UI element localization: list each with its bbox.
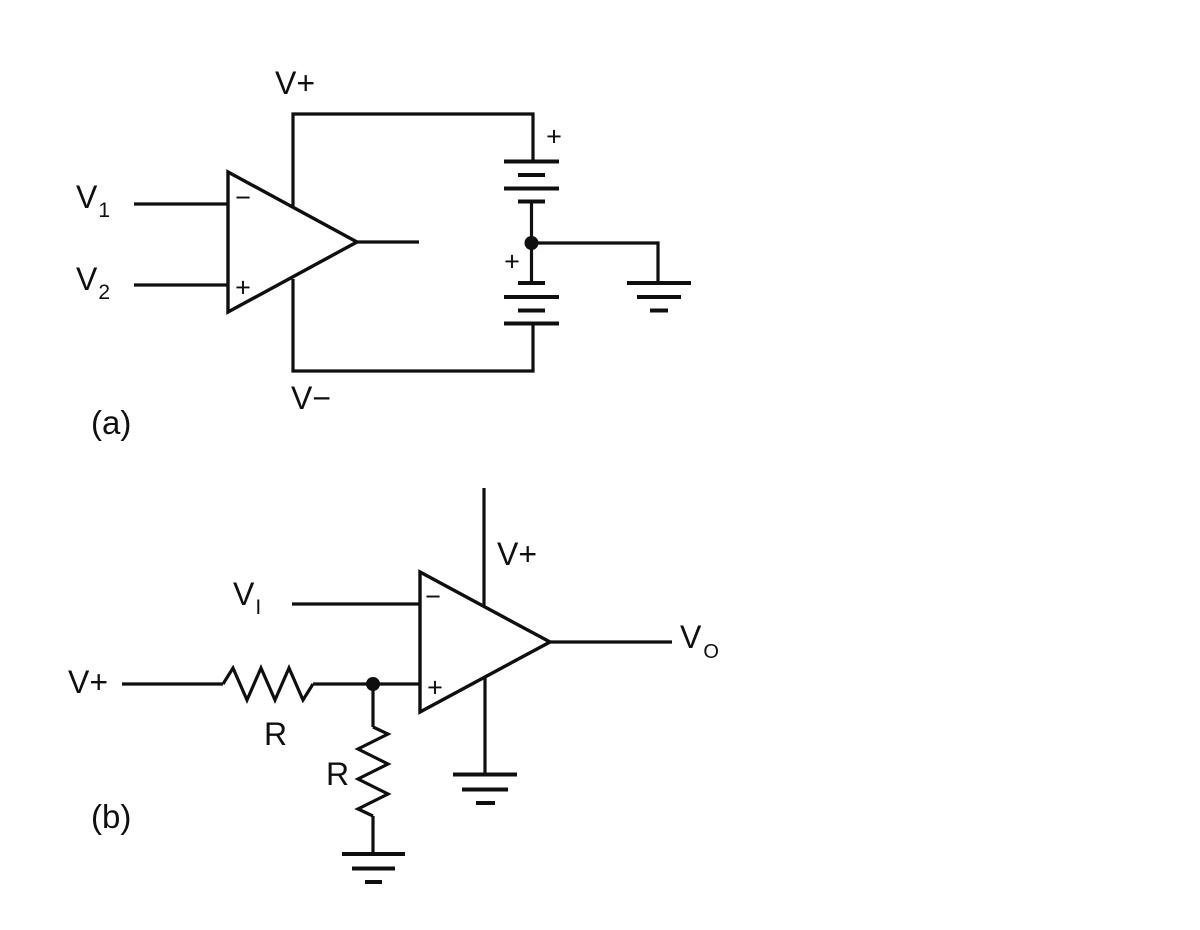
vminus-rail-label: V− <box>291 380 332 416</box>
battery-bottom-symbol <box>504 281 559 326</box>
v2-sub: 2 <box>98 281 111 304</box>
opamp-a-noninverting-mark: + <box>235 272 251 303</box>
wire-vplus-rail <box>291 112 535 206</box>
wire-tap-to-ground <box>531 241 660 282</box>
wire-vminus-rail <box>291 279 535 373</box>
vplus-rail-label: V+ <box>275 65 316 101</box>
v1-base: V <box>76 179 98 215</box>
vplus-source-label: V+ <box>68 664 109 700</box>
caption-a: (a) <box>91 404 132 441</box>
v2-base: V <box>76 261 98 297</box>
battery-top-symbol <box>504 159 559 204</box>
vo-base: V <box>680 619 702 655</box>
v1-label: V1 <box>76 179 110 221</box>
v1-sub: 1 <box>98 199 111 222</box>
resistor-shunt-label: R <box>326 756 350 792</box>
v2-label: V2 <box>76 261 110 303</box>
resistor-shunt-symbol <box>354 725 392 818</box>
vi-base: V <box>233 576 255 612</box>
opamp-b-inverting-mark: − <box>425 581 441 612</box>
caption-b: (b) <box>91 798 132 835</box>
ground-a-icon <box>627 281 691 313</box>
vi-sub: I <box>255 596 262 619</box>
vo-sub: O <box>703 641 719 663</box>
battery-top-plus-mark: + <box>546 121 562 152</box>
opamp-a-inverting-mark: − <box>235 182 251 213</box>
ground-b-shunt-icon <box>342 852 405 884</box>
ground-b-opamp-icon <box>453 772 517 805</box>
junction-dot-b <box>366 677 380 691</box>
vplus-supply-label: V+ <box>497 536 538 572</box>
junction-dot-a <box>524 236 539 250</box>
battery-bottom-plus-mark: + <box>504 246 520 277</box>
opamp-a-symbol <box>226 169 361 315</box>
resistor-series-label: R <box>264 716 288 752</box>
opamp-b-noninverting-mark: + <box>427 672 443 703</box>
resistor-series-symbol <box>221 664 315 704</box>
vi-label: VI <box>233 576 261 618</box>
